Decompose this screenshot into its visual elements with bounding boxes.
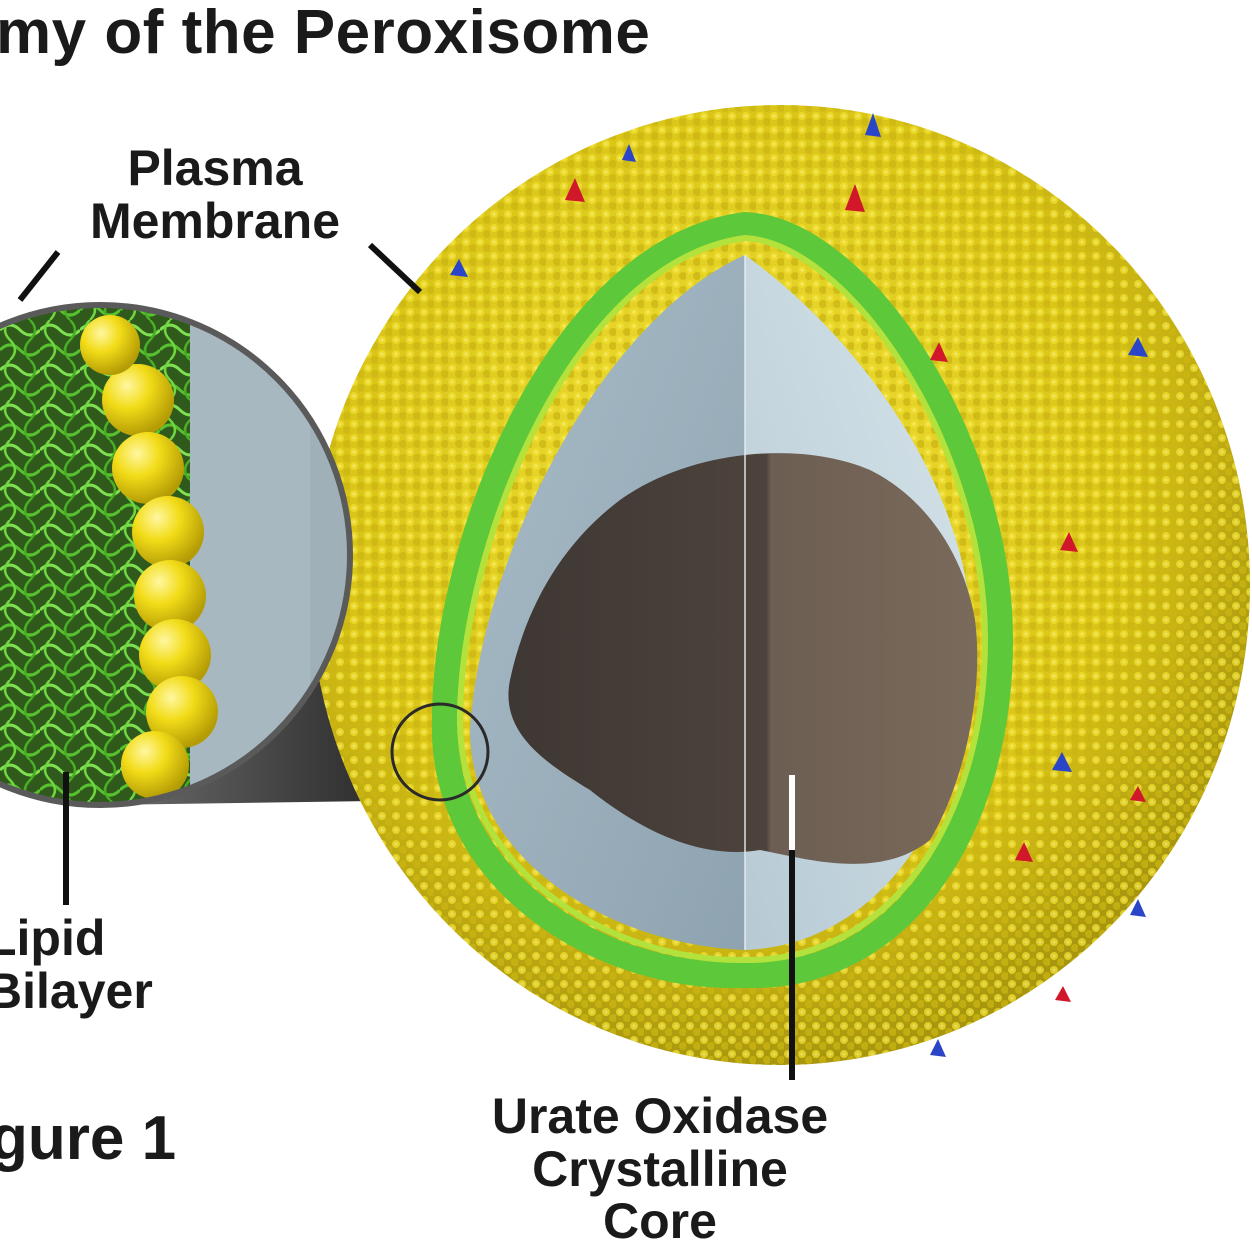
plasma-leader-right xyxy=(367,242,423,295)
protein-red xyxy=(845,184,865,212)
protein-red xyxy=(1055,986,1071,1002)
bilayer-ring xyxy=(431,211,1014,989)
membrane-proteins xyxy=(450,113,1148,1057)
protein-blue xyxy=(930,1039,946,1057)
protein-red xyxy=(930,342,948,362)
diagram-title: my of the Peroxisome xyxy=(0,0,651,67)
crystalline-core xyxy=(508,453,978,864)
figure-label: gure 1 xyxy=(0,1104,177,1173)
label-line: Core xyxy=(603,1193,717,1249)
lipid-bilayer-label: Lipid Bilayer xyxy=(0,912,166,1017)
magnified-region xyxy=(390,702,490,802)
leader-lines xyxy=(17,242,795,1080)
label-line: Lipid xyxy=(0,910,106,966)
peroxisome xyxy=(310,105,1250,1065)
protein-red xyxy=(565,178,585,202)
protein-blue xyxy=(622,144,636,162)
label-line: Bilayer xyxy=(0,962,153,1019)
protein-blue xyxy=(1052,752,1072,772)
protein-blue xyxy=(1130,899,1146,917)
protein-red xyxy=(1015,842,1033,862)
label-line: Crystalline xyxy=(532,1140,788,1197)
plasma-leader-left xyxy=(17,250,61,302)
protein-red xyxy=(1130,786,1146,802)
lipid-bilayer-magnifier xyxy=(0,302,353,808)
protein-blue xyxy=(1128,337,1148,357)
protein-blue xyxy=(450,259,468,277)
urate-core-label: Urate Oxidase Crystalline Core xyxy=(430,1090,890,1248)
plasma-membrane-label: Plasma Membrane xyxy=(60,142,370,247)
label-line: Plasma xyxy=(127,140,303,196)
label-line: Urate Oxidase xyxy=(491,1088,829,1144)
lipid-heads xyxy=(80,315,218,799)
label-line: Membrane xyxy=(89,192,341,249)
protein-blue xyxy=(865,113,881,137)
protein-red xyxy=(1060,532,1078,552)
